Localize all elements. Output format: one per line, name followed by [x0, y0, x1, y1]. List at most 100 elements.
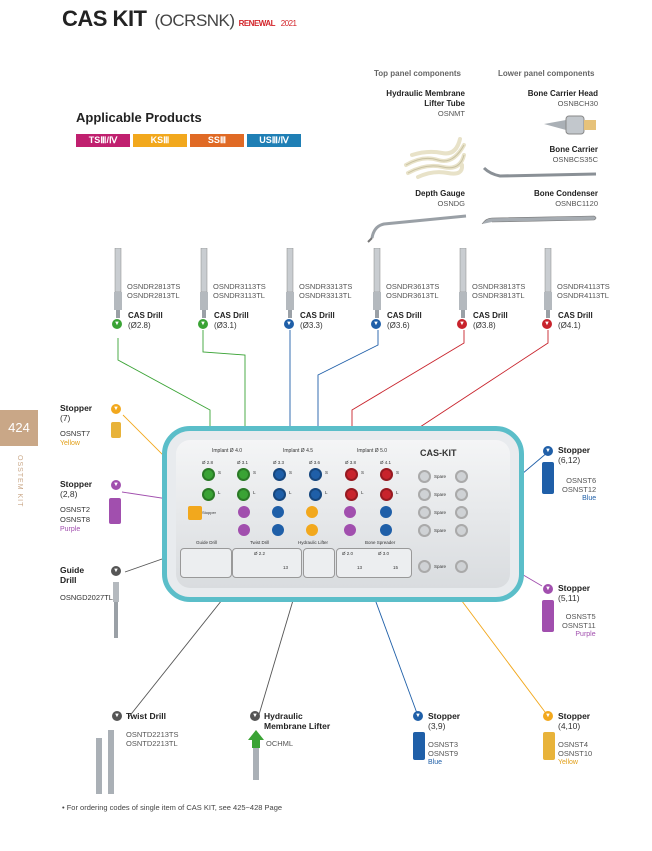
hml-tube-code: OSNMT: [437, 109, 465, 118]
bcond-name: Bone Condenser: [533, 189, 598, 198]
stopper-612-name: Stopper: [558, 445, 591, 455]
hml-image: [248, 730, 264, 780]
drill-4-size: (Ø3.6): [387, 321, 410, 330]
bone-carrier-label: Bone Carrier OSNBCS35C: [500, 145, 598, 164]
guide-drill-label: Guide Drill OSNGD2027TL: [60, 565, 120, 603]
stopper-39-color: Blue: [428, 759, 443, 766]
drill-6-label: ▼CAS Drill(Ø4.1): [542, 311, 593, 331]
spare-label-2: Spare: [434, 492, 447, 497]
tray-stopper-yellow-3: [306, 524, 318, 536]
hml-name1: Hydraulic: [264, 711, 303, 721]
guide-drill-code: OSNGD2027TL: [60, 593, 113, 602]
drill-image-1: [114, 248, 122, 318]
stopper-410-code1: OSNST4: [558, 740, 589, 749]
twist-drill-name: Twist Drill: [126, 711, 166, 721]
stopper-612-code1: OSNST6: [566, 476, 597, 485]
stopper-7-code: OSNST7: [60, 429, 91, 438]
hml-code: OCHML: [266, 739, 294, 748]
hole-green-4: [237, 488, 250, 501]
tray-s-5: S: [361, 470, 365, 475]
spare-hole-10: [455, 560, 468, 573]
tray-s-2: S: [253, 470, 257, 475]
spare-label-5: Spare: [434, 564, 447, 569]
drill-image-5: [459, 248, 467, 318]
tray-stopper-yellow-1: [188, 506, 202, 520]
tray-n13-2: 13: [357, 565, 363, 570]
drill-1-size: (Ø2.8): [128, 321, 151, 330]
tag-ss: SSⅢ: [190, 134, 244, 147]
twist-drill-code2: OSNTD2213TL: [126, 739, 178, 748]
tag-ks: KSⅢ: [133, 134, 187, 147]
hml-tube-name2: Lifter Tube: [424, 99, 465, 108]
drill-4-code2: OSNDR3613TL: [386, 291, 439, 300]
stopper-612-num: (6,12): [558, 455, 581, 465]
bone-carrier-head-label: Bone Carrier Head OSNBCH30: [500, 89, 598, 108]
drill-image-3: [286, 248, 294, 318]
spare-hole-3: [418, 506, 431, 519]
tray-d22: Ø 2.2: [254, 551, 266, 556]
tag-ts: TSⅢ/Ⅳ: [76, 134, 130, 147]
hml-label: ▼ Hydraulic Membrane Lifter: [250, 711, 330, 731]
tray-stopper-blue-4: [380, 524, 392, 536]
drill-5-color-dot: ▼: [457, 319, 467, 329]
stopper-612-image: [542, 462, 554, 494]
tray-n15: 15: [393, 565, 399, 570]
guide-drill-name1: Guide: [60, 565, 85, 575]
stopper-28-name: Stopper: [60, 479, 93, 489]
tray-implant-b: Implant Ø 4.5: [283, 448, 314, 454]
twist-drill-image: [96, 730, 114, 794]
renewal-badge: RENEWAL: [238, 19, 276, 28]
hml-dot: ▼: [250, 711, 260, 721]
stopper-28-image: [109, 498, 121, 524]
depth-gauge-image: [367, 214, 467, 243]
drill-3-label: ▼CAS Drill(Ø3.3): [284, 311, 335, 331]
tray-d20: Ø 2.0: [342, 551, 354, 556]
drill-6-size: (Ø4.1): [558, 321, 581, 330]
drill-1-code1: OSNDR2813TS: [127, 282, 181, 291]
bc-name: Bone Carrier: [549, 145, 598, 154]
drill-1-name: CAS Drill: [128, 311, 163, 320]
page-title: CAS KIT(OCRSNK)RENEWAL 2021: [62, 6, 297, 32]
spare-label-1: Spare: [434, 474, 447, 479]
drill-1-label: ▼CAS Drill(Ø2.8): [112, 311, 163, 331]
bch-code: OSNBCH30: [557, 99, 598, 108]
drill-5-code2: OSNDR3813TL: [472, 291, 525, 300]
bc-code: OSNBCS35C: [552, 155, 598, 164]
drill-2-size: (Ø3.1): [214, 321, 237, 330]
tray-stopper-yellow-2: [306, 506, 318, 518]
spare-label-3: Spare: [434, 510, 447, 515]
hole-red-4: [380, 488, 393, 501]
tray-stopper-purple-4: [344, 524, 356, 536]
hole-blue-4: [309, 488, 322, 501]
tray-l-6: L: [396, 490, 399, 495]
drill-4-code1: OSNDR3613TS: [386, 282, 440, 291]
lower-panel-header: Lower panel components: [498, 69, 595, 78]
drill-2-code2: OSNDR3113TL: [213, 291, 265, 300]
drill-3-name: CAS Drill: [300, 311, 335, 320]
hole-green-3: [202, 488, 215, 501]
hml-tube-name1: Hydraulic Membrane: [386, 89, 465, 98]
stopper-39-num: (3,9): [428, 721, 446, 731]
drill-2-name: CAS Drill: [214, 311, 249, 320]
stopper-28-code2: OSNST8: [60, 515, 91, 524]
tray-hml-slot: [303, 548, 335, 578]
tray-twist-label: Twist Drill: [250, 540, 270, 545]
drill-2-code1: OSNDR3113TS: [213, 282, 266, 291]
spare-hole-9: [455, 524, 468, 537]
stopper-7-num: (7): [60, 413, 71, 423]
tray-l-3: L: [289, 490, 292, 495]
stopper-410-label: ▼ Stopper (4,10): [543, 711, 590, 731]
hole-green-2: [237, 468, 250, 481]
stopper-612-codes: OSNST6 OSNST12 Blue: [562, 476, 596, 503]
drill-4-name: CAS Drill: [387, 311, 422, 320]
stopper-511-image: [542, 600, 554, 632]
bone-carrier-head-image: [544, 115, 596, 135]
stopper-511-code2: OSNST11: [562, 621, 596, 630]
stopper-7-dot: ▼: [111, 404, 121, 414]
bone-condenser-label: Bone Condenser OSNBC1120: [500, 189, 598, 208]
spare-hole-8: [455, 506, 468, 519]
hole-blue-2: [309, 468, 322, 481]
